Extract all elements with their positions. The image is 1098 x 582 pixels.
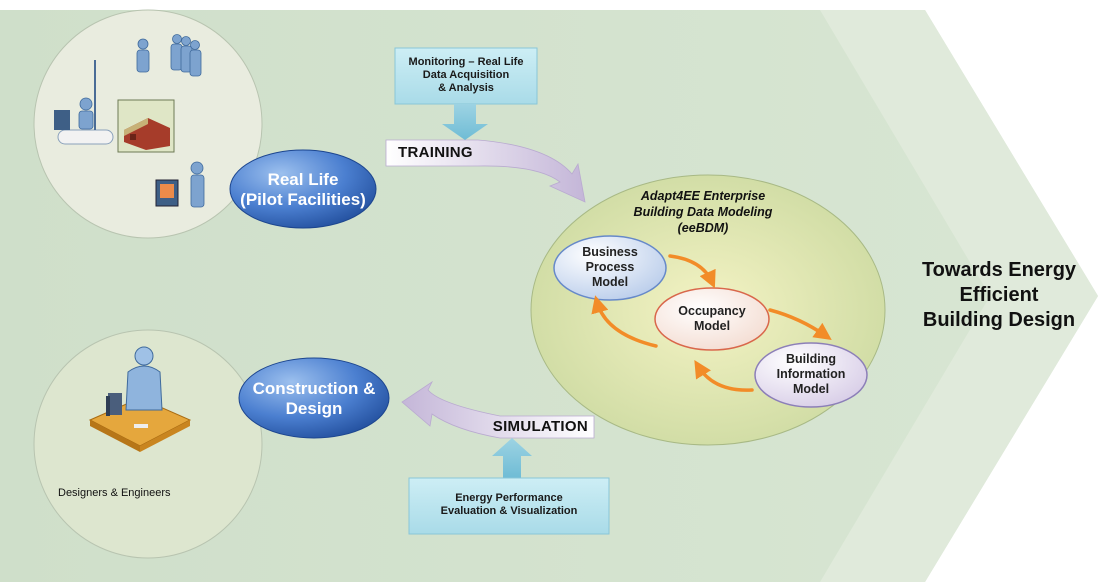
designers-engineers-caption: Designers & Engineers [58, 487, 171, 499]
real-life-label: Real Life (Pilot Facilities) [240, 170, 366, 209]
energy-performance-label: Energy Performance Evaluation & Visualiz… [440, 492, 578, 517]
building-information-label: Building Information Model [776, 352, 846, 396]
occupancy-label: Occupancy Model [678, 304, 746, 333]
simulation-arrow [401, 380, 595, 439]
construction-label: Construction & Design [252, 379, 376, 418]
energy-up-arrow [492, 438, 532, 478]
designer-at-desk-icon [88, 346, 192, 452]
business-process-ellipse [553, 235, 667, 301]
simulation-label: SIMULATION [492, 418, 588, 435]
monitoring-down-arrow [442, 104, 488, 140]
chevron-tip [820, 10, 1098, 582]
business-process-label: Business Process Model [582, 245, 638, 289]
pilot-facilities-illustration-icon [54, 34, 205, 208]
eebdm-title: Adapt4EE Enterprise Building Data Modeli… [633, 189, 773, 235]
training-label: TRAINING [398, 144, 473, 161]
construction-ellipse [238, 357, 390, 439]
real-life-ellipse [229, 149, 377, 229]
energy-performance-box [408, 477, 610, 535]
building-information-ellipse [754, 342, 868, 408]
monitoring-box-label: Monitoring – Real Life Data Acquisition … [408, 56, 524, 94]
monitoring-box [394, 47, 538, 105]
training-arrow [385, 139, 586, 203]
cycle-arrows [591, 254, 832, 392]
towards-energy-efficient-label: Towards Energy Efficient Building Design [921, 259, 1077, 331]
